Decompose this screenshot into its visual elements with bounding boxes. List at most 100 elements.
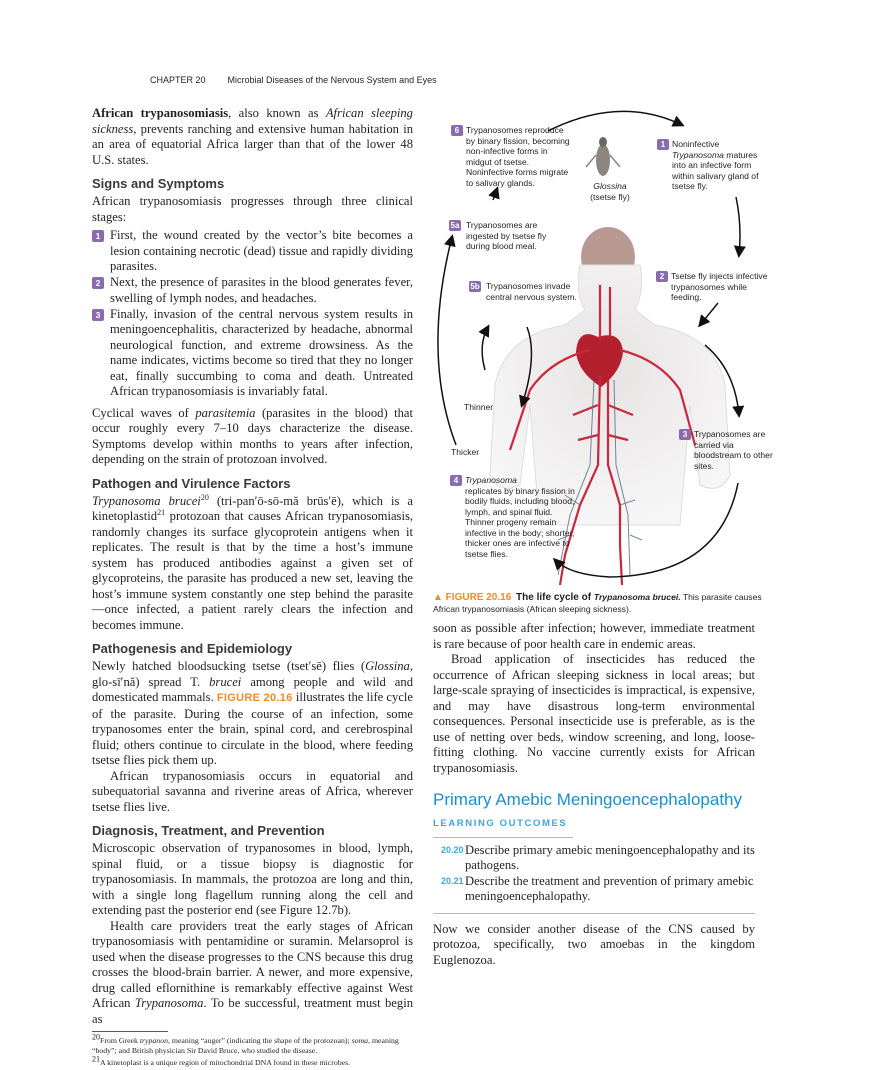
step-term: Trypanosoma bbox=[465, 475, 517, 485]
thinner-label: Thinner bbox=[464, 402, 494, 412]
thicker-label: Thicker bbox=[451, 447, 480, 457]
arrow-2-to-body bbox=[698, 302, 719, 328]
text: glo-sī′nă) spread T. bbox=[92, 674, 210, 689]
heading-pathogen: Pathogen and Virulence Factors bbox=[92, 475, 291, 491]
term-italic: trypanon bbox=[139, 1036, 168, 1045]
step-badge: 3 bbox=[679, 429, 691, 440]
pathogenesis-paragraph: Newly hatched bloodsucking tsetse (tset′… bbox=[92, 659, 413, 769]
arrow-to-5b bbox=[478, 324, 490, 371]
step-badge: 5a bbox=[449, 220, 461, 231]
term-italic: soma bbox=[351, 1036, 369, 1045]
arrow-5b-down bbox=[519, 326, 533, 408]
arrow-body-to-3 bbox=[704, 344, 745, 418]
fly-label: Glossina(tsetse fly) bbox=[580, 181, 640, 202]
outcome-number: 20.20 bbox=[441, 844, 464, 855]
diagnosis-paragraph: Microscopic observation of trypanosomes … bbox=[92, 841, 413, 917]
arrow-6-to-1 bbox=[547, 110, 685, 132]
step-text: Trypanosomes invade central nervous syst… bbox=[486, 281, 577, 302]
cyclical-paragraph: Cyclical waves of parasitemia (parasites… bbox=[92, 406, 413, 468]
text: , prevents ranching and extensive human … bbox=[92, 121, 413, 167]
arrow-5a-to-6 bbox=[488, 186, 500, 201]
step-term: Trypanosoma bbox=[672, 149, 724, 160]
term-italic: brucei bbox=[209, 674, 242, 689]
step-badge: 6 bbox=[451, 125, 463, 136]
pathogen-paragraph: Trypanosoma brucei20 (tri-pan′ō-sō-mă br… bbox=[92, 493, 414, 634]
step-text: Noninfective bbox=[672, 139, 720, 149]
outcome-text: Describe primary amebic meningoencephalo… bbox=[465, 842, 755, 873]
heading-signs: Signs and Symptoms bbox=[92, 176, 225, 191]
torso bbox=[489, 264, 731, 526]
figure-link[interactable]: FIGURE 20.16 bbox=[216, 692, 293, 704]
fly-genus: Glossina bbox=[593, 181, 627, 191]
text: From Greek bbox=[100, 1036, 140, 1045]
footnote-number: 21 bbox=[92, 1054, 100, 1064]
figure-caption: ▲ FIGURE 20.16 The life cycle of Trypano… bbox=[433, 592, 778, 615]
figure-number: ▲ FIGURE 20.16 bbox=[433, 592, 512, 603]
signs-lead: African trypanosomiasis progresses throu… bbox=[92, 194, 413, 224]
insecticide-paragraph: Broad application of insecticides has re… bbox=[433, 652, 755, 775]
caption-title-species: Trypanosoma brucei. bbox=[593, 592, 681, 602]
step-badge: 2 bbox=[656, 271, 668, 282]
term-italic: Trypanosoma bbox=[134, 996, 204, 1010]
term-italic: African sleeping sickness bbox=[92, 106, 413, 136]
caption-title: The life cycle of bbox=[516, 592, 594, 603]
text: among people and wild and domesticated m… bbox=[92, 674, 413, 705]
footnote-divider bbox=[92, 1031, 168, 1032]
stage-text: Next, the presence of parasites in the b… bbox=[110, 275, 413, 305]
transition-paragraph: Now we consider another disease of the C… bbox=[433, 921, 755, 967]
outcome-number: 20.21 bbox=[441, 875, 464, 886]
heart bbox=[576, 334, 623, 387]
continued-paragraph: soon as possible after infection; howeve… bbox=[433, 621, 755, 651]
heading-pathogenesis: Pathogenesis and Epidemiology bbox=[92, 641, 293, 656]
stage-text: First, the wound created by the vector’s… bbox=[110, 228, 413, 273]
text: Newly hatched bloodsucking tsetse (tset′… bbox=[92, 659, 366, 673]
text: A kinetoplast is a unique region of mito… bbox=[100, 1058, 351, 1067]
footnote-number: 20 bbox=[92, 1032, 100, 1042]
footnote-ref: 21 bbox=[157, 507, 166, 517]
arrow-1-to-2 bbox=[733, 196, 746, 258]
text: , meaning “auger” (indicating the shape … bbox=[168, 1036, 352, 1045]
text: protozoan that causes African trypanosom… bbox=[92, 509, 413, 632]
text: Cyclical waves of bbox=[92, 405, 196, 420]
caption-text: This parasite causes African trypanosomi… bbox=[433, 592, 762, 614]
term-italic: Trypanosoma brucei bbox=[92, 493, 201, 508]
footnote: 20From Greek trypanon, meaning “auger” (… bbox=[92, 1033, 413, 1056]
term-bold: African trypanosomiasis bbox=[92, 106, 229, 120]
chapter-title: Microbial Diseases of the Nervous System… bbox=[227, 75, 437, 85]
text: , also known as bbox=[228, 106, 326, 120]
pathogenesis-paragraph-2: African trypanosomiasis occurs in equato… bbox=[92, 768, 413, 814]
list-item: 2 Next, the presence of parasites in the … bbox=[92, 275, 413, 306]
cycle-arrows bbox=[437, 110, 746, 578]
step-text: Trypanosomes are carried via bloodstream… bbox=[694, 429, 773, 471]
term-italic: Glossina, bbox=[365, 659, 413, 673]
step-text: Tsetse fly injects infective trypanosome… bbox=[671, 271, 768, 302]
intro-paragraph: African trypanosomiasis, also known as A… bbox=[92, 106, 413, 168]
footnotes: 20From Greek trypanon, meaning “auger” (… bbox=[92, 1033, 413, 1070]
left-column: African trypanosomiasis, also known as A… bbox=[92, 106, 413, 1027]
human-body-illustration bbox=[489, 227, 731, 586]
footnote: 21A kinetoplast is a unique region of mi… bbox=[92, 1055, 413, 1068]
step-badge: 1 bbox=[657, 139, 669, 150]
step-badge: 4 bbox=[450, 475, 462, 486]
text: illustrates the life cycle of the parasi… bbox=[92, 690, 414, 767]
tsetse-fly-illustration bbox=[585, 137, 621, 176]
step-badge: 2 bbox=[92, 277, 104, 289]
treatment-paragraph: Health care providers treat the early st… bbox=[92, 919, 413, 1028]
outcome-text: Describe the treatment and prevention of… bbox=[465, 873, 754, 904]
learning-outcomes-heading: LEARNING OUTCOMES bbox=[433, 816, 573, 838]
text: (tri-pan′ō-sō-mă brūs′ē), which is a kin… bbox=[92, 493, 414, 524]
step-text: matures into an infective form within sa… bbox=[672, 149, 759, 192]
